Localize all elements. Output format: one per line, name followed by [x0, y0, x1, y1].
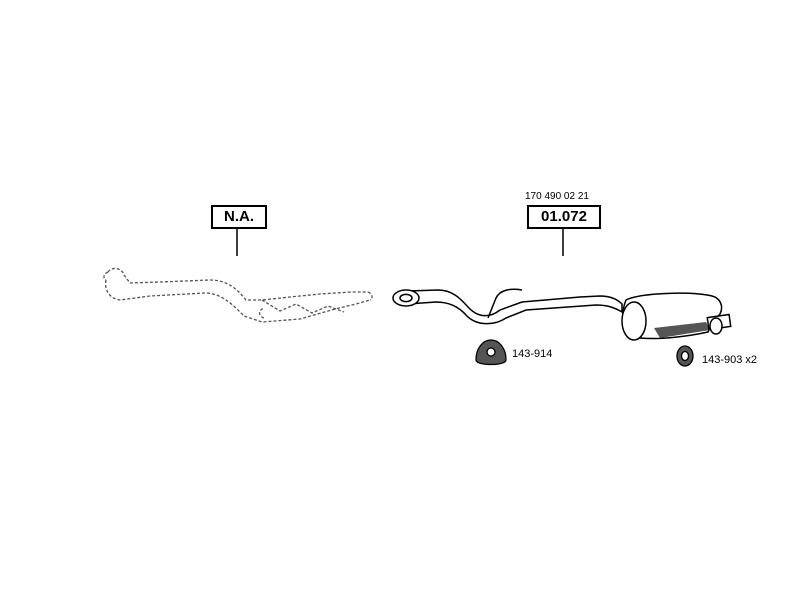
tailpipe-opening — [709, 317, 723, 335]
front-pipe-dashed-outline — [103, 267, 373, 323]
mount-ref-143-914: 143-914 — [512, 348, 553, 360]
mount-rubber-143-903 — [676, 345, 694, 367]
front-part-label: N.A. — [211, 205, 267, 229]
mount-rubber-143-914 — [475, 339, 507, 366]
rear-pipe-body — [407, 289, 623, 325]
rear-part-oem-number: 170 490 02 21 — [525, 191, 589, 202]
rear-part-label: 01.072 — [527, 205, 601, 229]
hanger-bracket — [487, 288, 523, 319]
rear-silencer-assembly — [392, 288, 732, 341]
silencer-end-cap — [621, 301, 647, 341]
inlet-opening — [399, 293, 413, 303]
mount-ref-143-903: 143-903 x2 — [702, 354, 758, 366]
silencer-shading — [654, 322, 710, 338]
